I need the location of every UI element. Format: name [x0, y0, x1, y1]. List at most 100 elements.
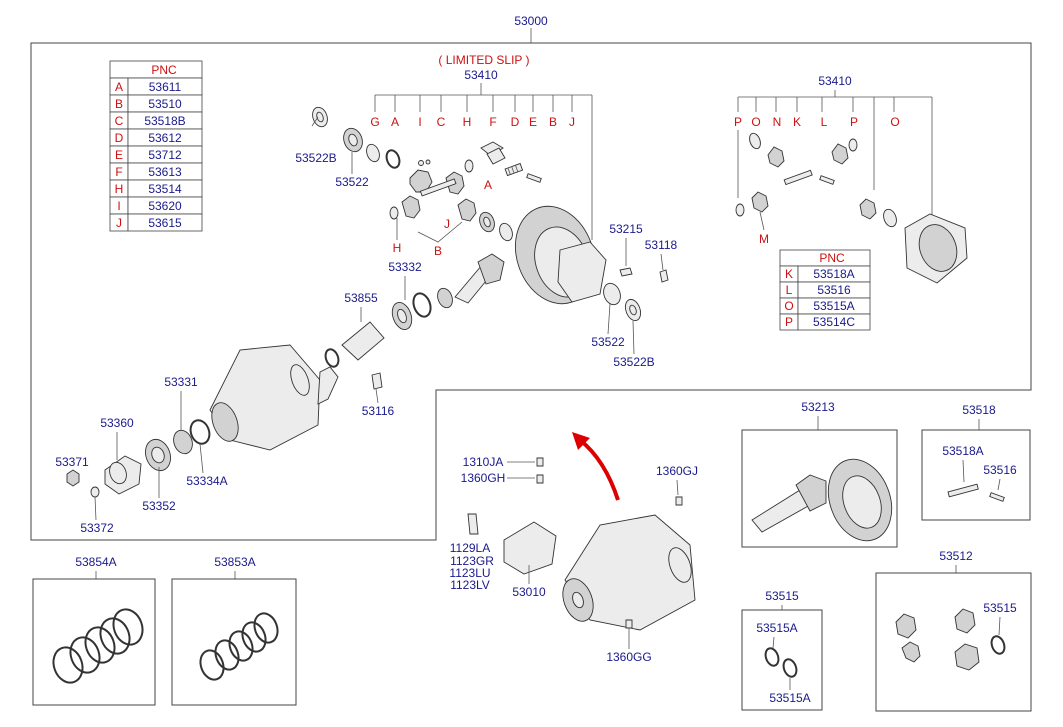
pnc-right-pnc-cell: [797, 313, 871, 331]
pnc-left-pnc-cell: [127, 213, 203, 232]
part-53371: 53371: [55, 455, 89, 469]
part-53515A-upper: 53515A: [756, 621, 797, 635]
letter-m-right: M: [759, 232, 769, 246]
pnc-left-row-pnc: 53611: [149, 80, 182, 94]
pnc-left-row-pnc: 53615: [148, 216, 182, 230]
part-53215: 53215: [609, 222, 643, 236]
part-53855: 53855: [344, 291, 378, 305]
letter-l-right: L: [821, 115, 828, 129]
washer-set-box: [741, 609, 823, 711]
differential-housing: [209, 344, 383, 451]
part-1129LA: 1129LA: [450, 541, 490, 555]
pnc-right-row-key: K: [785, 267, 793, 281]
red-arrow: [578, 438, 620, 501]
pin-set-box: [921, 429, 1031, 521]
letter-o-right: O: [751, 115, 760, 129]
pnc-left-row-key: C: [115, 114, 124, 128]
part-1123LU: 1123LU: [449, 566, 490, 580]
pnc-right-header: PNC: [819, 251, 845, 265]
part-53515A-lower: 53515A: [769, 691, 810, 705]
part-53522B-upper: 53522B: [295, 151, 336, 165]
part-53522-upper: 53522: [335, 175, 369, 189]
letter-e: E: [529, 115, 537, 129]
pnc-left-row-key: B: [115, 97, 123, 111]
pnc-left-row-key: D: [115, 131, 124, 145]
part-53515-box: 53515: [765, 589, 799, 603]
pnc-left-row-pnc: 53612: [148, 131, 182, 145]
part-1123LV: 1123LV: [450, 578, 490, 592]
pnc-right-row-pnc: 53518A: [813, 267, 854, 281]
letter-h-lower: H: [393, 241, 402, 255]
pnc-left-row-key: I: [117, 199, 120, 213]
part-1310JA: 1310JA: [463, 455, 504, 469]
part-53352: 53352: [142, 499, 176, 513]
part-53518: 53518: [962, 403, 996, 417]
part-53331: 53331: [164, 375, 198, 389]
pnc-right-row-pnc: 53514C: [813, 315, 855, 329]
gear-set-box: [741, 429, 898, 548]
part-53213: 53213: [801, 400, 835, 414]
part-53372: 53372: [80, 521, 114, 535]
pnc-right-row-pnc: 53515A: [813, 299, 854, 313]
open-diff-parts: [735, 132, 968, 284]
companion-flange-group: [66, 419, 211, 498]
part-1360GG: 1360GG: [606, 650, 651, 664]
letter-o2-right: O: [890, 115, 899, 129]
gear-set: [751, 458, 893, 542]
part-53518A: 53518A: [942, 444, 983, 458]
pnc-left-row-key: F: [115, 165, 122, 179]
limited-slip-parts: [312, 106, 542, 242]
pnc-left-row-pnc: 53510: [148, 97, 182, 111]
diff-gear-set: [895, 608, 1006, 671]
pnc-left-row-key: E: [115, 148, 123, 162]
carrier-assembly: [467, 457, 696, 631]
letter-i: I: [418, 115, 421, 129]
pnc-left-row-key: H: [115, 182, 124, 196]
part-53360: 53360: [100, 416, 134, 430]
part-53515-in: 53515: [983, 601, 1017, 615]
pnc-left-row-key: A: [115, 80, 123, 94]
pnc-right-row-pnc: 53516: [817, 283, 851, 297]
part-53116: 53116: [362, 404, 395, 418]
letter-g: G: [370, 115, 379, 129]
letter-a: A: [391, 115, 399, 129]
part-53853A: 53853A: [214, 555, 255, 569]
pnc-left-row-pnc: 53518B: [144, 114, 185, 128]
shim-set-a: [52, 608, 144, 684]
pnc-left-row-pnc: 53620: [148, 199, 182, 213]
pnc-left-row-pnc: 53613: [148, 165, 182, 179]
letter-d: D: [511, 115, 520, 129]
letter-p2-right: P: [850, 115, 858, 129]
limited-slip-note: ( LIMITED SLIP ): [438, 53, 529, 67]
shim-set-b: [199, 612, 279, 681]
pnc-right-row-key: O: [784, 299, 793, 313]
pnc-left-row-pnc: 53712: [148, 148, 182, 162]
shim-set-a-box: [32, 578, 156, 706]
part-53516: 53516: [983, 463, 1017, 477]
part-1360GJ: 1360GJ: [656, 464, 698, 478]
pnc-left-row-pnc: 53514: [148, 182, 182, 196]
pnc-left-header: PNC: [151, 63, 177, 77]
pnc-left-row-key: J: [116, 216, 122, 230]
pinion-and-carrier: [324, 205, 669, 368]
red-arrow-head: [572, 432, 590, 450]
part-53118: 53118: [645, 238, 678, 252]
part-53512: 53512: [939, 549, 973, 563]
assembly-frame: [30, 42, 1032, 541]
shim-set-b-box: [171, 578, 297, 706]
top-code-label: 53000: [514, 14, 548, 28]
part-53410-left: 53410: [464, 68, 498, 82]
part-53522-lower: 53522: [591, 335, 625, 349]
letter-f: F: [489, 115, 496, 129]
letter-j: J: [569, 115, 575, 129]
part-53010: 53010: [512, 585, 546, 599]
letter-n-right: N: [773, 115, 782, 129]
letter-j-lower: J: [444, 217, 450, 231]
part-1123GR: 1123GR: [450, 554, 494, 568]
letter-a-lower: A: [484, 178, 492, 192]
letter-k-right: K: [793, 115, 801, 129]
letter-p-right: P: [734, 115, 742, 129]
